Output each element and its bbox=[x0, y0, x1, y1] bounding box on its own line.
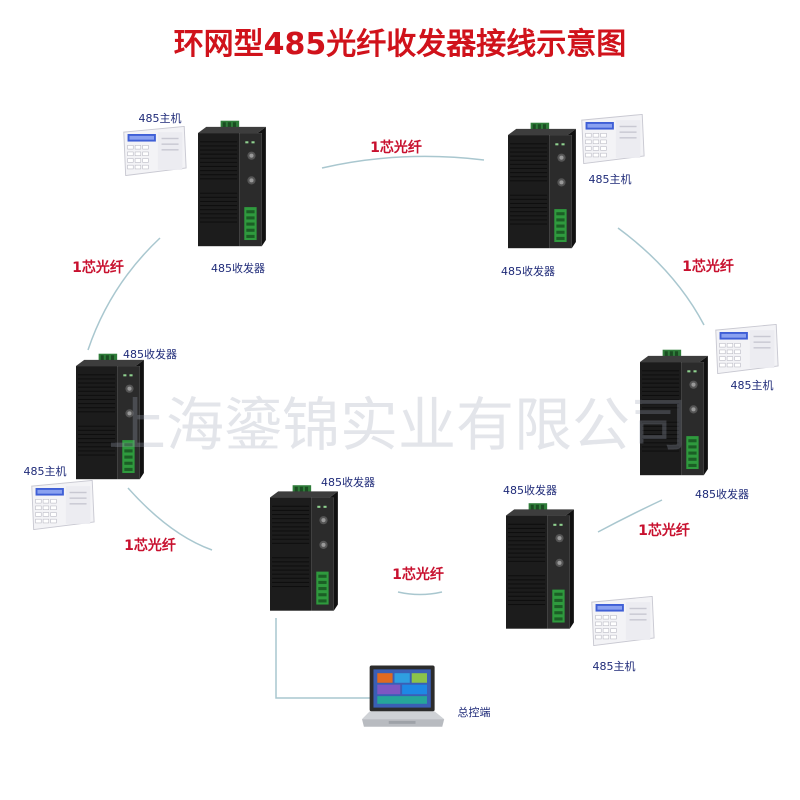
fiber-label-bottom: 1芯光纤 bbox=[392, 566, 444, 583]
fiber-label-top: 1芯光纤 bbox=[370, 139, 422, 156]
fiber-links bbox=[87, 155, 705, 699]
control-line bbox=[275, 618, 372, 699]
fiber-label-left-upper: 1芯光纤 bbox=[72, 259, 124, 276]
fiber-label-right-lower: 1芯光纤 bbox=[638, 522, 690, 539]
fiber-label-right-upper: 1芯光纤 bbox=[682, 258, 734, 275]
fiber-labels: 1芯光纤 1芯光纤 1芯光纤 1芯光纤 1芯光纤 1芯光纤 bbox=[72, 139, 734, 583]
host-bottom-right: 485主机 bbox=[591, 596, 655, 673]
fiber-line-top bbox=[321, 155, 485, 169]
transceiver-top-left: 485收发器 bbox=[198, 120, 266, 275]
host-label: 485主机 bbox=[24, 464, 67, 478]
fiber-line-left-upper bbox=[87, 237, 161, 351]
control-terminal: 总控端 bbox=[362, 665, 491, 727]
transceiver-mid-left: 485收发器 bbox=[76, 347, 177, 480]
transceiver-label: 485收发器 bbox=[503, 483, 557, 497]
transceiver-bottom-right: 485收发器 bbox=[503, 483, 574, 629]
transceiver-label: 485收发器 bbox=[501, 264, 555, 278]
control-label: 总控端 bbox=[458, 705, 491, 719]
transceiver-bottom-center: 485收发器 bbox=[270, 475, 375, 611]
transceiver-label: 485收发器 bbox=[211, 261, 265, 275]
host-label: 485主机 bbox=[731, 378, 774, 392]
transceiver-mid-right: 485收发器 bbox=[640, 349, 749, 501]
host-top-right: 485主机 bbox=[581, 114, 645, 186]
fiber-line-right-lower bbox=[597, 499, 663, 533]
transceiver-label: 485收发器 bbox=[321, 475, 375, 489]
host-mid-right: 485主机 bbox=[715, 324, 779, 392]
fiber-line-right-upper bbox=[617, 227, 705, 326]
transceiver-label: 485收发器 bbox=[695, 487, 749, 501]
watermark: 上海鎏锦实业有限公司 bbox=[108, 391, 688, 459]
fiber-line-bottom bbox=[397, 591, 443, 596]
transceiver-top-right: 485收发器 bbox=[501, 122, 576, 278]
fiber-label-left-lower: 1芯光纤 bbox=[124, 537, 176, 554]
host-label: 485主机 bbox=[593, 659, 636, 673]
host-top-left: 485主机 bbox=[123, 111, 187, 176]
transceiver-label: 485收发器 bbox=[123, 347, 177, 361]
fiber-line-left-lower bbox=[127, 487, 213, 551]
page-title: 环网型485光纤收发器接线示意图 bbox=[174, 27, 627, 62]
host-label: 485主机 bbox=[589, 172, 632, 186]
host-label: 485主机 bbox=[139, 111, 182, 125]
host-mid-left: 485主机 bbox=[24, 464, 95, 530]
